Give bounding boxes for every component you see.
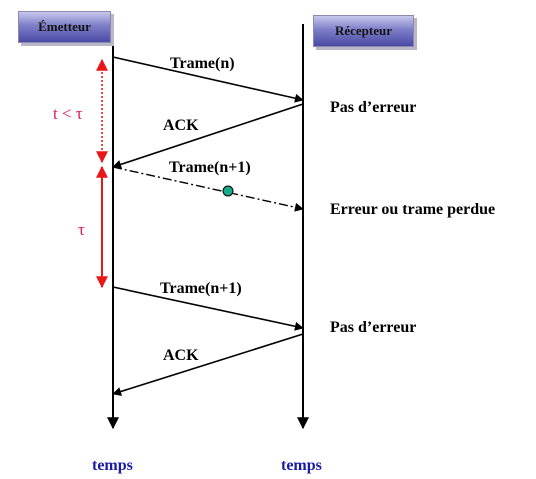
message-arrow-frame-n1 bbox=[112, 286, 304, 331]
message-label-frame-n1: Trame(n+1) bbox=[160, 280, 242, 297]
receiver-box: Récepteur bbox=[313, 15, 414, 47]
interval-label-short: t < τ bbox=[53, 104, 83, 123]
message-arrow-frame-n bbox=[112, 56, 304, 103]
message-label-frame-n: Trame(n) bbox=[170, 55, 235, 72]
receiver-time-label: temps bbox=[281, 457, 322, 474]
receiver-state-2: Erreur ou trame perdue bbox=[330, 201, 496, 218]
message-arrow-lost-frame bbox=[112, 166, 304, 212]
message-arrow-ack-1 bbox=[112, 103, 304, 169]
message-label-ack-1: ACK bbox=[163, 117, 199, 134]
message-label-ack-2: ACK bbox=[163, 347, 199, 364]
message-arrow-ack-2 bbox=[112, 333, 304, 396]
receiver-state-1: Pas d’erreur bbox=[330, 99, 417, 116]
receiver-state-3: Pas d’erreur bbox=[330, 319, 417, 336]
interval-label-tau: τ bbox=[78, 220, 85, 239]
loss-marker-dot bbox=[222, 185, 234, 197]
message-label-lost-frame: Trame(n+1) bbox=[169, 159, 251, 176]
sender-time-label: temps bbox=[92, 457, 133, 474]
receiver-label: Récepteur bbox=[334, 23, 393, 38]
sender-label: Émetteur bbox=[38, 19, 91, 34]
sender-box: Émetteur bbox=[18, 11, 111, 43]
